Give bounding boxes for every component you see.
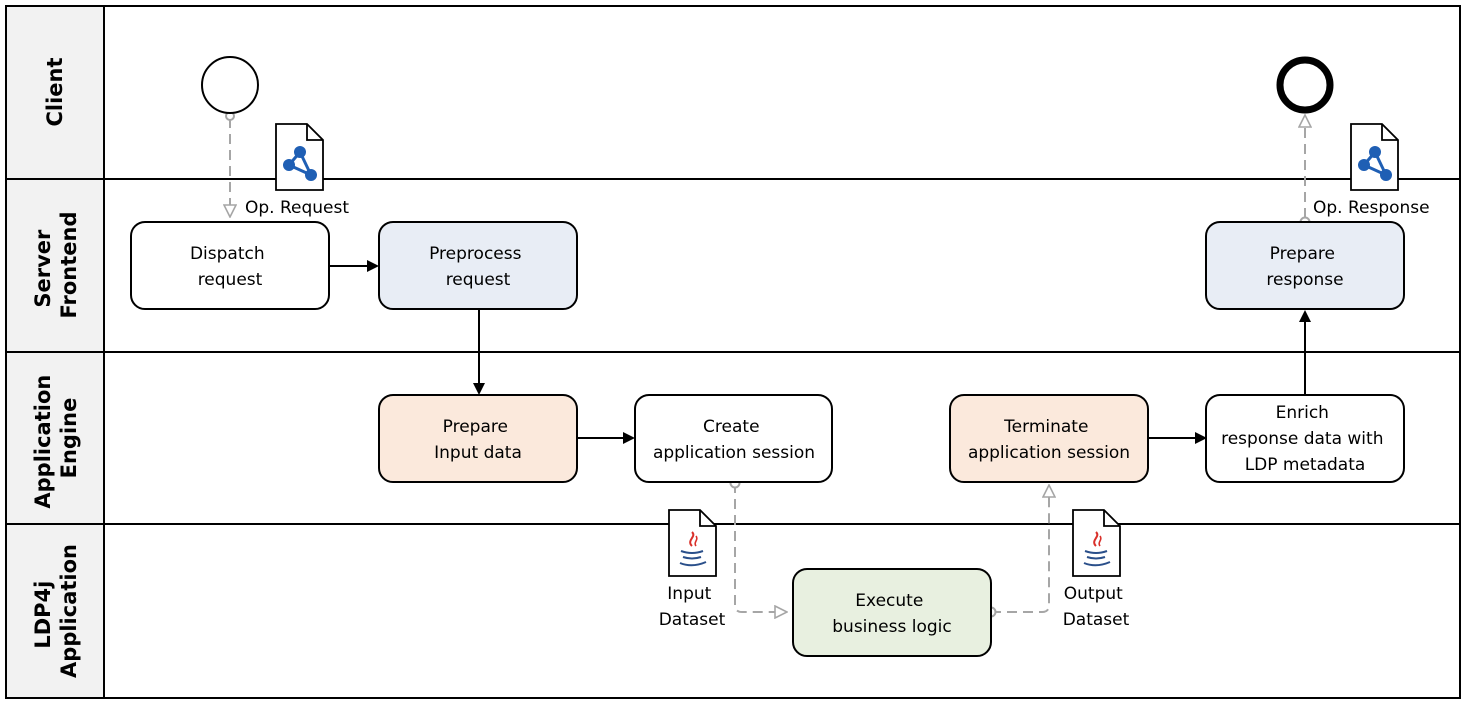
svg-text:Execute business logic: Execute business logic (832, 591, 951, 637)
data-object-output-dataset[interactable]: Output Dataset (1063, 509, 1130, 630)
rdf-icon (1358, 146, 1392, 181)
lane-label-ldp4j: LDP4j Application (31, 544, 81, 678)
data-object-op-request[interactable]: Op. Request (245, 123, 349, 218)
task-terminate-application-session[interactable]: Terminate application session (949, 394, 1149, 483)
svg-text:Prepare Input data: Prepare Input data (434, 417, 522, 463)
lane-header-ldp4j (5, 523, 105, 699)
task-enrich-response-data[interactable]: Enrich response data with LDP metadata (1205, 394, 1405, 483)
lane-header-server (5, 178, 105, 353)
sequence-flows (329, 260, 1311, 444)
task-prepare-input-data[interactable]: Prepare Input data (378, 394, 578, 483)
data-object-label: Input Dataset (659, 584, 726, 630)
lane-header-engine (5, 351, 105, 525)
rdf-icon (283, 146, 317, 181)
java-icon (1083, 531, 1111, 567)
data-object-op-response[interactable]: Op. Response (1313, 123, 1430, 218)
svg-text:Preprocess request: Preprocess request (429, 244, 527, 290)
pool: Client Server Frontend Application Engin… (5, 5, 1461, 699)
task-create-application-session[interactable]: Create application session (634, 394, 833, 483)
lane-label-client: Client (43, 57, 67, 126)
svg-text:Enrich response data wit: Enrich response data with LDP metadata (1221, 403, 1389, 475)
task-execute-business-logic[interactable]: Execute business logic (792, 568, 992, 657)
lane-label-server: Server Frontend (31, 212, 81, 319)
task-preprocess-request[interactable]: Preprocess request (378, 221, 578, 310)
flow-create-to-execute (734, 483, 786, 612)
task-dispatch-request[interactable]: Dispatch request (130, 221, 330, 310)
data-flows (230, 116, 1305, 612)
data-object-label: Op. Request (245, 198, 349, 218)
data-object-label: Output Dataset (1063, 584, 1130, 630)
end-event[interactable] (1276, 56, 1334, 114)
start-event[interactable] (201, 56, 259, 114)
lane-header-client (5, 5, 105, 180)
lane-label-engine: Application Engine (31, 367, 81, 508)
data-object-label: Op. Response (1313, 198, 1430, 218)
task-prepare-response[interactable]: Prepare response (1205, 221, 1405, 310)
flow-execute-to-terminate (991, 486, 1049, 613)
java-icon (679, 531, 707, 567)
svg-text:Create application sessi: Create application session (653, 417, 815, 463)
svg-text:Prepare response: Prepare response (1266, 244, 1343, 290)
svg-text:Terminate application se: Terminate application session (968, 417, 1130, 463)
data-object-input-dataset[interactable]: Input Dataset (659, 509, 726, 630)
svg-text:Dispatch request: Dispatch request (190, 244, 270, 290)
